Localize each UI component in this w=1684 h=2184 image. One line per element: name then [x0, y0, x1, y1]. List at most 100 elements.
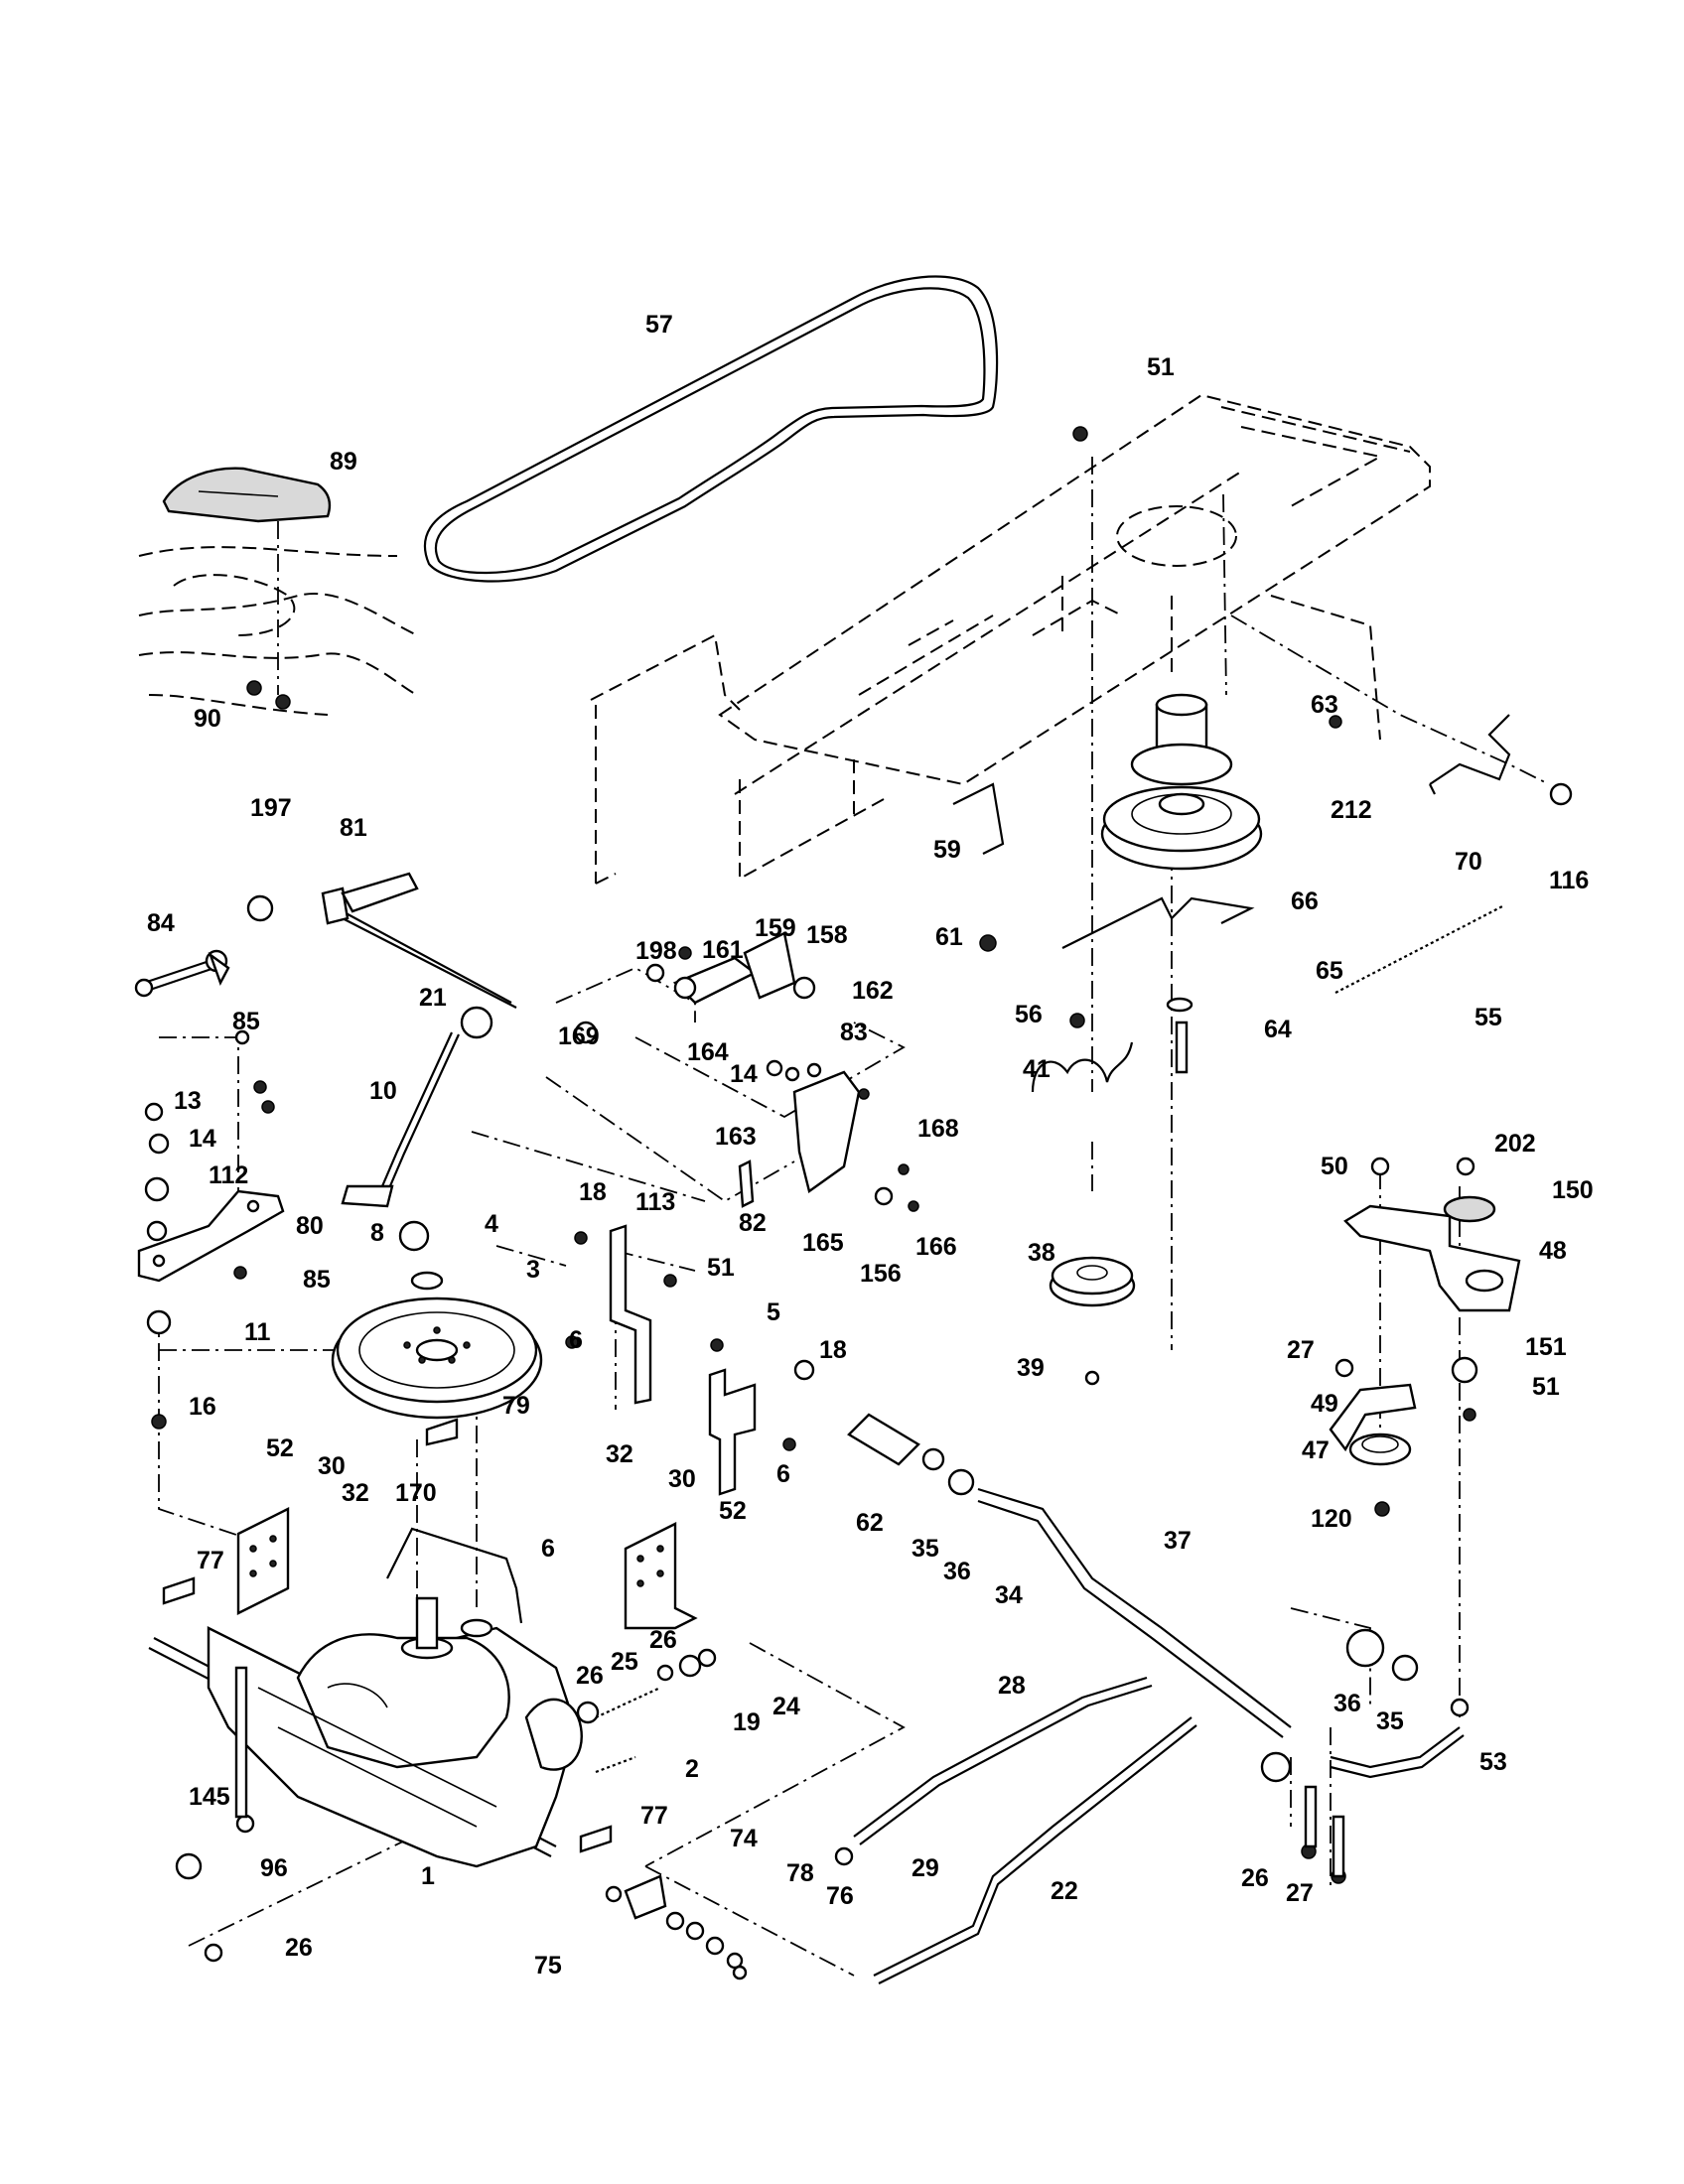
- callout-202: 202: [1494, 1130, 1536, 1158]
- callout-116: 116: [1549, 867, 1589, 894]
- callout-27: 27: [1287, 1336, 1315, 1364]
- callout-14b: 14: [189, 1125, 216, 1153]
- hardware: [144, 426, 1573, 1980]
- callout-83: 83: [840, 1019, 868, 1046]
- callout-11: 11: [244, 1318, 271, 1346]
- callout-64: 64: [1264, 1016, 1292, 1043]
- pulley-38: [1049, 1256, 1136, 1307]
- lever-84: [134, 949, 230, 998]
- callout-56: 56: [1015, 1001, 1043, 1028]
- callout-61: 61: [935, 923, 963, 951]
- rod-81: [246, 872, 517, 1009]
- callout-79: 79: [502, 1392, 530, 1420]
- rod-53: [1330, 1726, 1465, 1779]
- callout-52b: 52: [719, 1497, 747, 1525]
- callout-37: 37: [1164, 1527, 1192, 1555]
- callout-30: 30: [318, 1452, 346, 1480]
- callout-55: 55: [1474, 1004, 1502, 1031]
- callout-59: 59: [933, 836, 961, 864]
- callout-28: 28: [998, 1672, 1026, 1700]
- callout-96: 96: [260, 1854, 288, 1882]
- callout-14: 14: [730, 1060, 758, 1088]
- bracket-165: [792, 1070, 861, 1194]
- callout-22: 22: [1051, 1877, 1078, 1905]
- callout-163: 163: [715, 1123, 757, 1151]
- callout-41: 41: [1023, 1055, 1051, 1083]
- callout-66: 66: [1291, 887, 1319, 915]
- callout-49: 49: [1311, 1390, 1338, 1418]
- key-79: [425, 1418, 459, 1446]
- bracket-30-left: [236, 1507, 290, 1615]
- callout-50: 50: [1321, 1153, 1348, 1180]
- callout-13: 13: [174, 1087, 202, 1115]
- front-frame: [138, 546, 418, 716]
- callout-52: 52: [266, 1434, 294, 1462]
- callout-5: 5: [767, 1298, 780, 1326]
- rod-66: [1061, 896, 1255, 949]
- callout-6c: 6: [541, 1535, 555, 1563]
- bracket-59: [952, 782, 1005, 855]
- callout-161: 161: [702, 936, 744, 964]
- callout-77b: 77: [640, 1802, 668, 1830]
- callout-85b: 85: [303, 1266, 331, 1294]
- callout-51b: 51: [707, 1254, 735, 1282]
- callout-164: 164: [687, 1038, 729, 1066]
- callout-198: 198: [635, 937, 677, 965]
- callout-51c: 51: [1532, 1373, 1560, 1401]
- callout-1: 1: [421, 1862, 435, 1890]
- callout-35: 35: [912, 1535, 939, 1563]
- callout-3: 3: [526, 1256, 540, 1284]
- callout-63: 63: [1311, 691, 1338, 719]
- callout-18: 18: [579, 1178, 607, 1206]
- callout-78: 78: [786, 1859, 814, 1887]
- callout-156: 156: [860, 1260, 902, 1288]
- callout-85: 85: [232, 1008, 260, 1035]
- callout-197: 197: [250, 794, 292, 822]
- callout-113: 113: [635, 1188, 675, 1216]
- callout-24: 24: [772, 1693, 800, 1720]
- callout-26: 26: [649, 1626, 677, 1654]
- callout-38: 38: [1028, 1239, 1055, 1267]
- callout-170: 170: [395, 1479, 437, 1507]
- callout-75: 75: [534, 1952, 562, 1979]
- callout-35b: 35: [1376, 1707, 1404, 1735]
- cover-89: [162, 467, 332, 523]
- callout-2: 2: [685, 1755, 699, 1783]
- callout-4: 4: [485, 1210, 498, 1238]
- callout-27b: 27: [1286, 1879, 1314, 1907]
- callout-26b: 26: [576, 1662, 604, 1690]
- spring-55: [1334, 904, 1505, 994]
- linkage-159: [672, 931, 816, 1005]
- callout-6: 6: [569, 1326, 583, 1354]
- sleeve-62: [847, 1413, 920, 1466]
- callout-32: 32: [342, 1479, 369, 1507]
- callout-158: 158: [806, 921, 848, 949]
- spring-41: [1031, 1041, 1134, 1093]
- callout-166: 166: [915, 1233, 957, 1261]
- callout-36b: 36: [1333, 1690, 1361, 1717]
- callout-47: 47: [1302, 1436, 1330, 1464]
- spring-2: [595, 1755, 636, 1774]
- callout-70: 70: [1455, 848, 1482, 876]
- callout-90: 90: [194, 705, 221, 733]
- callout-34: 34: [995, 1581, 1023, 1609]
- callout-53: 53: [1479, 1748, 1507, 1776]
- bracket-70: [1429, 714, 1511, 795]
- callout-81: 81: [340, 814, 367, 842]
- callout-16: 16: [189, 1393, 216, 1421]
- callout-19: 19: [733, 1708, 761, 1736]
- callout-29: 29: [912, 1854, 939, 1882]
- bracket-30-right: [624, 1522, 698, 1630]
- callout-151: 151: [1525, 1333, 1567, 1361]
- callout-165: 165: [802, 1229, 844, 1257]
- callout-6b: 6: [776, 1460, 790, 1488]
- bracket-80: [137, 1189, 285, 1283]
- drive-belt-57: [423, 275, 999, 583]
- callout-39: 39: [1017, 1354, 1045, 1382]
- rod-170: [386, 1527, 523, 1624]
- callout-120: 120: [1311, 1505, 1352, 1533]
- callout-150: 150: [1552, 1176, 1594, 1204]
- callout-169: 169: [558, 1023, 600, 1050]
- shaft-34: [977, 1487, 1292, 1738]
